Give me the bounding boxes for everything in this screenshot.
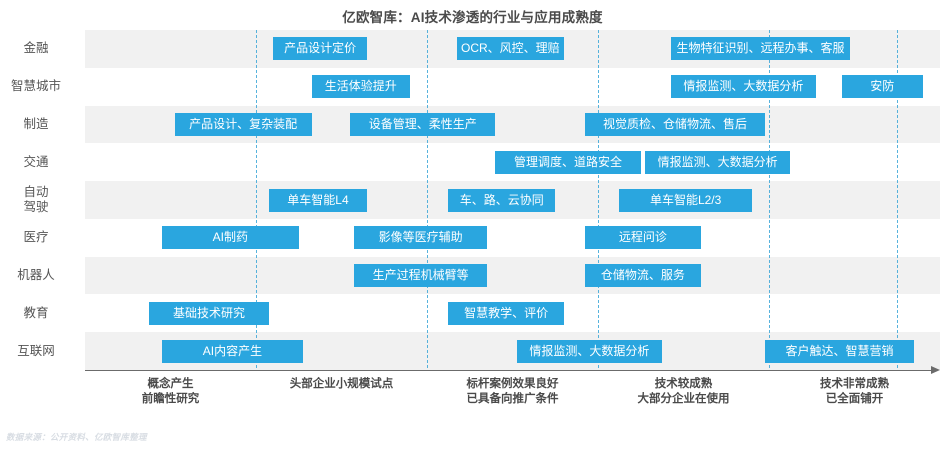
x-axis-line xyxy=(85,370,933,371)
stage-label-line2: 已全面铺开 xyxy=(825,393,884,405)
task-bar[interactable]: AI内容产生 xyxy=(161,339,303,363)
row-label-8: 教育 xyxy=(0,306,72,321)
stage-label-line1: 技术较成熟 xyxy=(654,378,713,390)
chart-plot-area: 金融智慧城市制造交通自动驾驶医疗机器人教育互联网 产品设计定价 OCR、风控、理赔… xyxy=(0,30,945,370)
task-bar[interactable]: 智慧教学、评价 xyxy=(448,301,564,325)
task-bar[interactable]: 客户触达、智慧营销 xyxy=(764,339,915,363)
row-label-line: 智慧城市 xyxy=(10,79,61,94)
task-bar[interactable]: 生产过程机械臂等 xyxy=(354,264,487,288)
row-label-9: 互联网 xyxy=(0,344,72,359)
task-bar[interactable]: 基础技术研究 xyxy=(149,301,269,325)
row-label-3: 制造 xyxy=(0,117,72,132)
stage-label-4: 技术较成熟大部分企业在使用 xyxy=(604,377,764,407)
x-axis-arrow-icon xyxy=(931,365,940,374)
task-bar[interactable]: 产品设计、复杂装配 xyxy=(174,112,312,136)
stage-label-5: 技术非常成熟已全面铺开 xyxy=(775,377,935,407)
row-label-line: 教育 xyxy=(23,305,49,320)
stage-label-line2: 已具备向推广条件 xyxy=(466,393,559,405)
task-bar[interactable]: 影像等医疗辅助 xyxy=(354,226,487,250)
stage-label-line1: 概念产生 xyxy=(147,378,194,390)
task-bar[interactable]: 车、路、云协同 xyxy=(448,188,556,212)
row-label-6: 医疗 xyxy=(0,230,72,245)
stage-label-1: 概念产生前瞻性研究 xyxy=(91,377,251,407)
row-label-line: 自动 xyxy=(23,185,49,199)
gridline xyxy=(427,30,428,368)
row-label-line: 驾驶 xyxy=(23,200,49,214)
task-bar[interactable]: AI制药 xyxy=(161,226,299,250)
stage-label-line2: 前瞻性研究 xyxy=(141,393,200,405)
task-bar[interactable]: 生物特征识别、远程办事、客服 xyxy=(670,37,851,61)
task-bar[interactable]: 仓储物流、服务 xyxy=(585,264,701,288)
task-bar[interactable]: 产品设计定价 xyxy=(273,37,368,61)
stage-label-line2: 大部分企业在使用 xyxy=(637,393,730,405)
task-bar[interactable]: 管理调度、道路安全 xyxy=(495,150,641,174)
source-note: 数据来源：公开资料、亿欧智库整理 xyxy=(6,432,147,442)
row-label-2: 智慧城市 xyxy=(0,79,72,94)
row-band xyxy=(85,256,940,295)
gridline xyxy=(897,30,899,368)
task-bar[interactable]: 生活体验提升 xyxy=(311,75,410,99)
row-label-line: 机器人 xyxy=(17,268,55,283)
stage-label-line1: 头部企业小规模试点 xyxy=(289,378,394,390)
row-label-line: 互联网 xyxy=(17,343,55,358)
row-label-4: 交通 xyxy=(0,155,72,170)
stage-label-line1: 技术非常成熟 xyxy=(820,378,889,390)
task-bar[interactable]: 视觉质检、仓储物流、售后 xyxy=(585,112,765,136)
task-bar[interactable]: OCR、风控、理赔 xyxy=(456,37,564,61)
task-bar[interactable]: 远程问诊 xyxy=(585,226,701,250)
row-label-7: 机器人 xyxy=(0,268,72,283)
gridline xyxy=(598,30,599,368)
stage-label-3: 标杆案例效果良好已具备向推广条件 xyxy=(433,377,593,407)
row-label-line: 金融 xyxy=(23,41,49,56)
task-bar[interactable]: 情报监测、大数据分析 xyxy=(670,75,817,99)
stage-label-2: 头部企业小规模试点 xyxy=(262,377,422,392)
task-bar[interactable]: 单车智能L2/3 xyxy=(619,188,752,212)
task-bar[interactable]: 单车智能L4 xyxy=(268,188,368,212)
task-bar[interactable]: 设备管理、柔性生产 xyxy=(350,112,496,136)
row-label-1: 金融 xyxy=(0,41,72,56)
task-bar[interactable]: 安防 xyxy=(841,75,923,99)
page-title: 亿欧智库：AI技术渗透的行业与应用成熟度 xyxy=(342,10,603,25)
row-label-line: 医疗 xyxy=(23,230,49,245)
stage-label-line1: 标杆案例效果良好 xyxy=(466,378,559,390)
row-label-line: 交通 xyxy=(23,154,49,169)
gridline xyxy=(256,30,257,368)
gridline xyxy=(769,30,770,368)
task-bar[interactable]: 情报监测、大数据分析 xyxy=(645,150,791,174)
task-bar[interactable]: 情报监测、大数据分析 xyxy=(516,339,663,363)
row-label-5: 自动驾驶 xyxy=(0,185,72,215)
row-label-line: 制造 xyxy=(23,116,49,131)
